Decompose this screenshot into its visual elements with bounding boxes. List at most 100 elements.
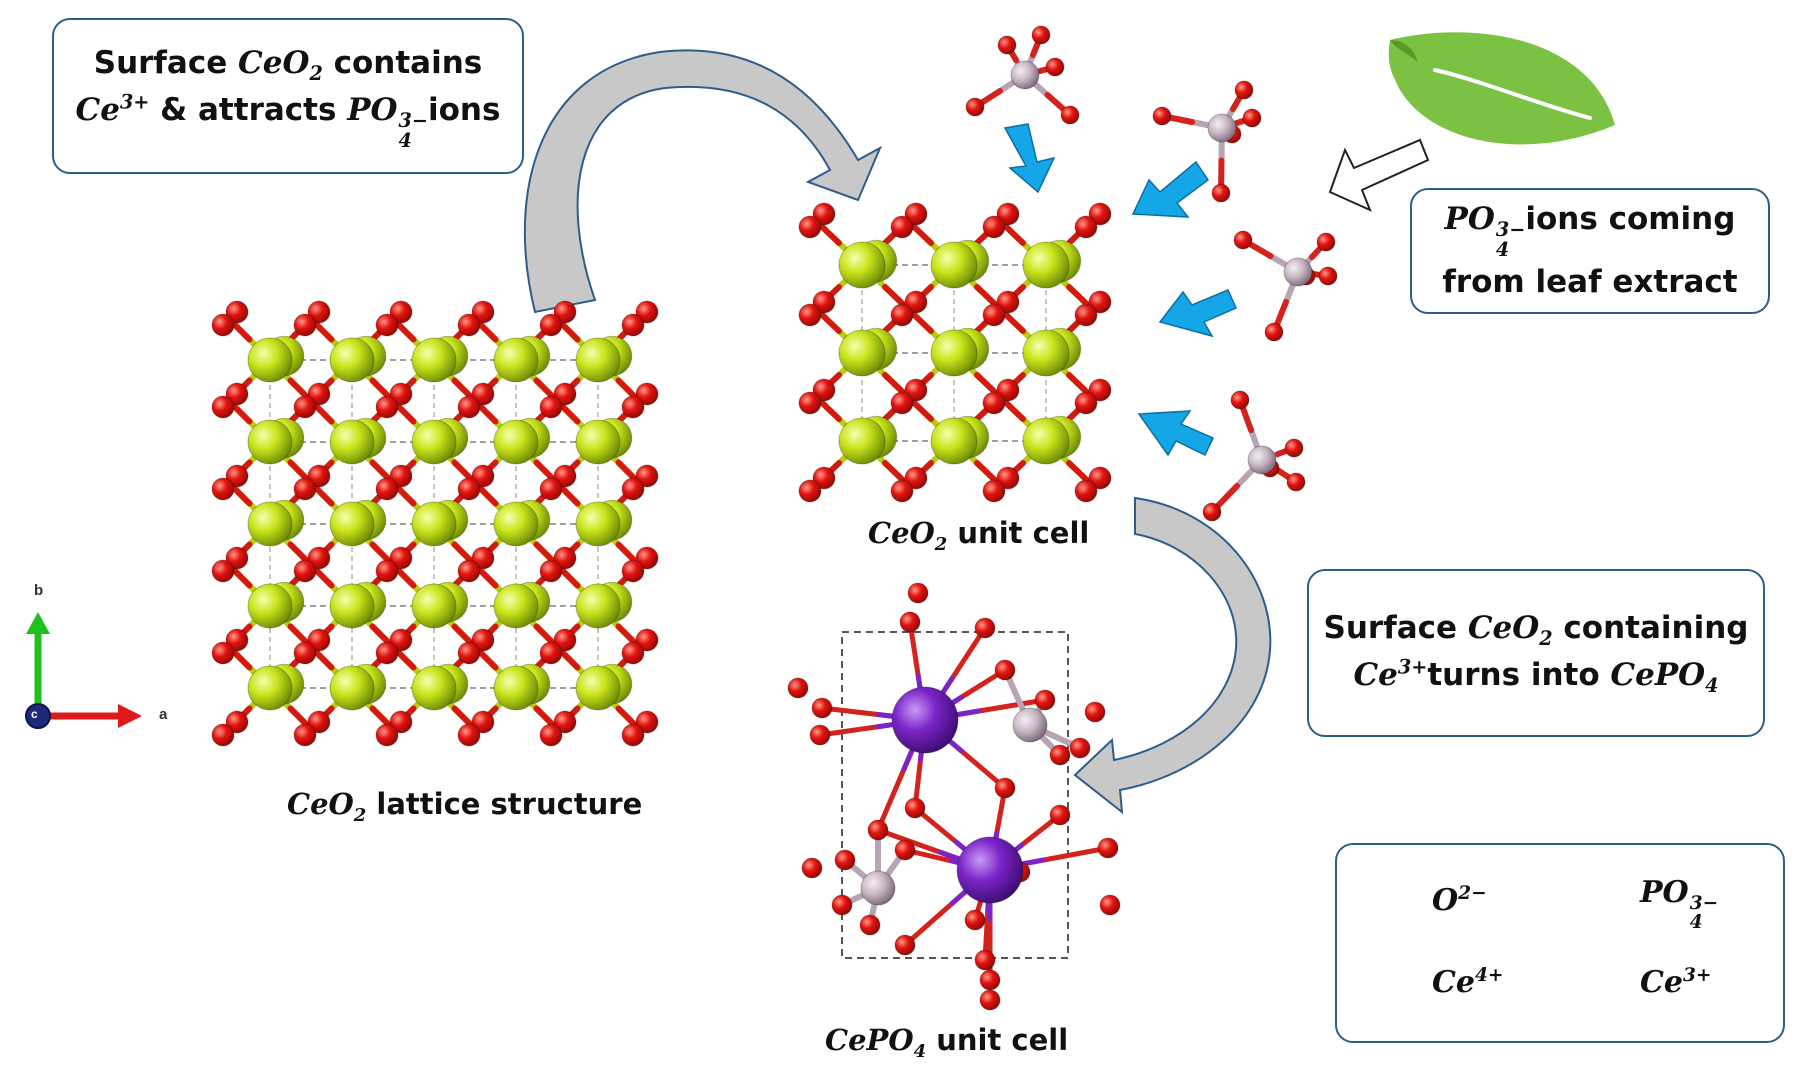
oxygen-atom	[1088, 202, 1112, 226]
oxygen-atom	[211, 641, 235, 665]
cerium-4-atom	[329, 419, 375, 465]
cerium-4-atom	[930, 417, 978, 465]
oxygen-atom	[1060, 105, 1080, 125]
oxygen-atom	[1230, 390, 1250, 410]
caption-text: unit cell	[926, 1023, 1069, 1057]
phosphate-molecule-icon	[1152, 80, 1262, 203]
cerium-4-atom	[575, 501, 621, 547]
oxygen-atom	[1202, 502, 1222, 522]
formula-subscript: 4	[1705, 674, 1719, 698]
oxygen-atom	[471, 710, 495, 734]
oxygen-atom	[1318, 266, 1338, 286]
oxygen-atom	[904, 202, 928, 226]
oxygen-atom	[996, 290, 1020, 314]
cerium-4-atom	[1022, 417, 1070, 465]
oxygen-atom	[635, 628, 659, 652]
oxygen-atom	[457, 559, 481, 583]
oxygen-atom	[621, 559, 645, 583]
oxygen-atom	[293, 477, 317, 501]
cerium-4-atom	[575, 583, 621, 629]
oxygen-atom	[457, 723, 481, 747]
oxygen-atom	[471, 382, 495, 406]
ceo2-unit-cell	[798, 202, 1112, 503]
oxygen-atom	[375, 313, 399, 337]
axis-label-a: a	[159, 706, 168, 723]
formula-subscript: 4	[1495, 237, 1510, 261]
oxygen-atom	[834, 849, 856, 871]
legend-superscript: 4+	[1474, 965, 1504, 986]
oxygen-atom	[1242, 108, 1262, 128]
formula-ceo2: CeO	[238, 44, 310, 81]
formula-subscript: 2	[1539, 627, 1553, 651]
oxygen-atom	[982, 215, 1006, 239]
legend-base: PO	[1640, 875, 1689, 910]
cerium-4-atom	[329, 337, 375, 383]
oxygen-atom	[982, 303, 1006, 327]
oxygen-atom	[904, 797, 926, 819]
oxygen-atom	[812, 466, 836, 490]
oxygen-atom	[974, 617, 996, 639]
legend-superscript: 3+	[1682, 965, 1712, 986]
cerium-4-atom	[411, 501, 457, 547]
oxygen-atom	[375, 395, 399, 419]
oxygen-atom	[307, 628, 331, 652]
oxygen-atom	[996, 378, 1020, 402]
oxygen-atom	[539, 395, 563, 419]
oxygen-atom	[1074, 215, 1098, 239]
callout-text: containing	[1552, 609, 1749, 646]
outline-arrow-icon	[1328, 138, 1430, 212]
cerium-3-atom	[891, 686, 959, 754]
oxygen-atom	[375, 723, 399, 747]
oxygen-atom	[1088, 378, 1112, 402]
legend-label-ce3: Ce3+	[1640, 965, 1712, 1000]
oxygen-atom	[812, 290, 836, 314]
oxygen-atom	[293, 641, 317, 665]
oxygen-atom	[890, 303, 914, 327]
oxygen-atom	[798, 479, 822, 503]
axis-label-b: b	[34, 582, 44, 599]
legend-base: Ce	[1432, 965, 1475, 1000]
oxygen-atom	[635, 382, 659, 406]
cerium-4-atom	[329, 583, 375, 629]
oxygen-atom	[621, 641, 645, 665]
oxygen-atom	[994, 777, 1016, 799]
formula-cepo4: CePO	[1610, 657, 1706, 693]
formula-subscript: 2	[309, 62, 323, 86]
oxygen-atom	[1088, 290, 1112, 314]
caption-ceo2-unit-cell: CeO2 unit cell	[868, 516, 1089, 555]
phosphate-molecule-icon	[1233, 230, 1338, 342]
phosphate-molecule-icon	[965, 25, 1080, 125]
formula-stacked-script: 3−4	[1495, 219, 1525, 261]
legend-superscript: 3−	[1689, 892, 1719, 914]
ceo2-lattice-structure	[211, 300, 659, 747]
oxygen-atom	[457, 477, 481, 501]
oxygen-atom	[1284, 438, 1304, 458]
cerium-4-atom	[493, 337, 539, 383]
oxygen-atom	[375, 641, 399, 665]
cerium-4-atom	[247, 419, 293, 465]
formula-po4: PO	[1444, 201, 1495, 237]
oxygen-atom	[812, 202, 836, 226]
oxygen-atom	[539, 313, 563, 337]
cerium-4-atom	[575, 337, 621, 383]
oxygen-atom	[1286, 472, 1306, 492]
formula-subscript: 2	[934, 533, 948, 555]
legend-stacked-script: 3−4	[1689, 892, 1719, 933]
oxygen-atom	[907, 582, 929, 604]
cerium-4-atom	[1022, 241, 1070, 289]
oxygen-atom	[811, 697, 833, 719]
oxygen-atom	[293, 559, 317, 583]
oxygen-atom	[211, 313, 235, 337]
phosphate-molecules	[965, 25, 1338, 522]
oxygen-atom	[979, 989, 1001, 1011]
oxygen-atom	[293, 313, 317, 337]
oxygen-atom	[982, 391, 1006, 415]
oxygen-atom	[1097, 837, 1119, 859]
oxygen-atom	[635, 464, 659, 488]
oxygen-atom	[1233, 230, 1253, 250]
formula-subscript: 4	[398, 128, 412, 152]
oxygen-atom	[1034, 689, 1056, 711]
callout-line-1: Surface CeO2 contains	[94, 41, 483, 88]
